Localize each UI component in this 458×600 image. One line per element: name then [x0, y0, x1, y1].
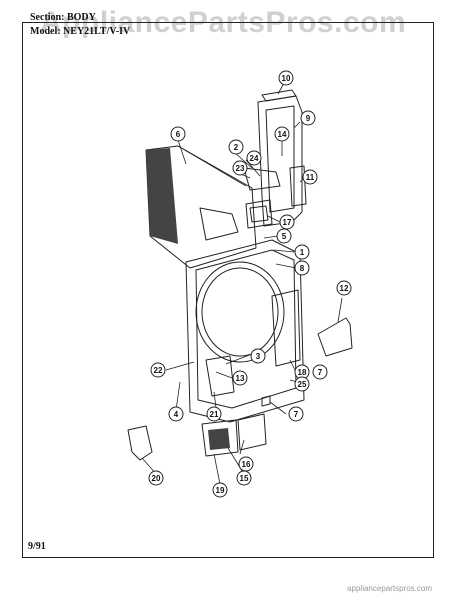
svg-text:1: 1 — [300, 248, 305, 257]
callout-7: 7 — [312, 364, 328, 380]
callout-14: 14 — [274, 126, 290, 142]
callout-17: 17 — [279, 214, 295, 230]
svg-text:10: 10 — [282, 74, 291, 83]
callout-5: 5 — [276, 228, 292, 244]
svg-text:3: 3 — [256, 352, 261, 361]
site-credit: appliancepartspros.com — [347, 584, 432, 593]
callout-15: 15 — [236, 470, 252, 486]
callout-9: 9 — [300, 110, 316, 126]
callout-6: 6 — [170, 126, 186, 142]
svg-text:6: 6 — [176, 130, 181, 139]
callout-22: 22 — [150, 362, 166, 378]
part-control-block — [245, 199, 273, 229]
callout-4: 4 — [168, 406, 184, 422]
svg-text:16: 16 — [242, 460, 251, 469]
svg-text:17: 17 — [283, 218, 292, 227]
callout-11: 11 — [302, 169, 318, 185]
part-side-bracket — [289, 165, 307, 207]
callout-10: 10 — [278, 70, 294, 86]
section-label: Section: BODY — [30, 12, 96, 23]
svg-text:4: 4 — [174, 410, 179, 419]
svg-text:13: 13 — [236, 374, 245, 383]
part-wire-bundle — [243, 167, 281, 191]
svg-text:22: 22 — [154, 366, 163, 375]
callout-1: 1 — [294, 244, 310, 260]
callout-2: 2 — [228, 139, 244, 155]
revision-date: 9/91 — [28, 541, 46, 552]
svg-text:23: 23 — [236, 164, 245, 173]
svg-text:8: 8 — [300, 264, 305, 273]
callout-13: 13 — [232, 370, 248, 386]
part-motor — [201, 419, 239, 457]
svg-text:25: 25 — [298, 380, 307, 389]
svg-text:21: 21 — [210, 410, 219, 419]
callout-23: 23 — [232, 160, 248, 176]
part-junction-box — [237, 413, 267, 451]
callout-3: 3 — [250, 348, 266, 364]
diagram-frame — [22, 22, 434, 558]
svg-text:14: 14 — [278, 130, 287, 139]
svg-text:12: 12 — [340, 284, 349, 293]
callout-19: 19 — [212, 482, 228, 498]
part-door-opening — [195, 261, 285, 363]
svg-text:24: 24 — [250, 154, 259, 163]
svg-text:15: 15 — [240, 474, 249, 483]
part-hinge — [127, 425, 153, 461]
callout-7: 7 — [288, 406, 304, 422]
svg-text:2: 2 — [234, 143, 239, 152]
svg-text:11: 11 — [306, 173, 315, 182]
callout-20: 20 — [148, 470, 164, 486]
callout-24: 24 — [246, 150, 262, 166]
svg-text:5: 5 — [282, 232, 287, 241]
callout-16: 16 — [238, 456, 254, 472]
callout-8: 8 — [294, 260, 310, 276]
callout-12: 12 — [336, 280, 352, 296]
callout-21: 21 — [206, 406, 222, 422]
part-cabinet-front — [185, 239, 305, 423]
svg-text:7: 7 — [294, 410, 299, 419]
svg-text:20: 20 — [152, 474, 161, 483]
svg-text:18: 18 — [298, 368, 307, 377]
svg-text:19: 19 — [216, 486, 225, 495]
part-mounting-bracket — [317, 317, 353, 357]
model-label: Model: NEY21LT/V-IV — [30, 26, 131, 37]
svg-text:7: 7 — [318, 368, 323, 377]
callout-25: 25 — [294, 376, 310, 392]
svg-text:9: 9 — [306, 114, 311, 123]
